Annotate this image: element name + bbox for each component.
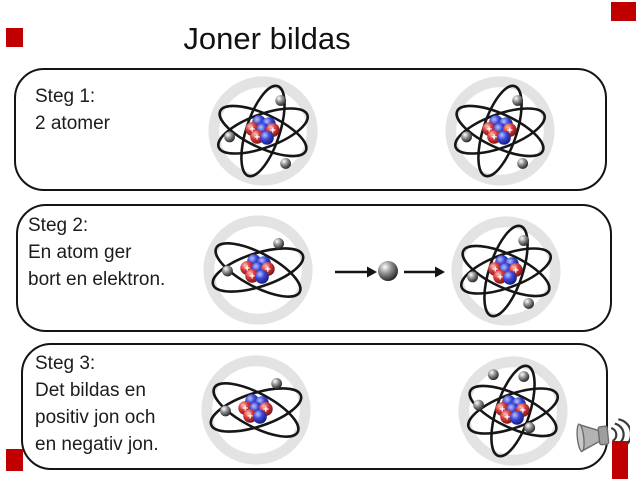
electron-orbit [211,247,305,293]
speaker-icon[interactable] [576,411,633,461]
plus-sign [520,407,526,413]
atom-graphic [203,215,313,325]
electron-orbit [209,387,303,433]
atom-step1-left [204,72,322,190]
atom-graphic [201,355,311,465]
atom-step3-left [197,351,315,469]
nucleus-particle-blue [503,271,517,285]
atom-ring [208,76,318,186]
atom-ring [201,355,311,465]
plus-sign [249,126,255,132]
step-2-line-2: En atom ger [28,242,132,263]
plus-sign [249,273,255,279]
electron [273,238,285,249]
speaker-driver [597,425,610,446]
electron [518,371,530,382]
electron [517,158,529,169]
audio-control[interactable] [576,411,633,461]
electron-transfer-arrows [335,261,445,281]
plus-sign [263,406,269,412]
nucleus-particle-blue [510,411,524,425]
plus-sign [504,414,510,420]
step-1-text: Steg 1: 2 atomer [35,83,110,137]
step-2-line-3: bort en elektron. [28,269,166,290]
plus-sign [242,405,248,411]
slide-title: Joner bildas [183,21,351,56]
atom-step1-right [441,72,559,190]
atom-step2-left [199,211,317,329]
corner-marker-bottom-right [612,441,628,479]
electron-orbit [217,107,309,155]
electron [224,131,235,143]
electron [473,399,484,411]
electron [280,158,292,169]
plus-sign [491,134,497,140]
corner-marker-bottom-left [6,449,23,471]
nucleus-particle-blue [253,410,267,424]
electron [275,95,287,106]
electron [512,95,524,106]
plus-sign [507,127,513,133]
nucleus-particle-blue [260,131,274,145]
electron-transfer-graphic [332,252,448,292]
corner-marker-top-left [6,28,23,47]
electron-orbit [218,104,308,158]
plus-sign [492,266,498,272]
electron [523,298,535,309]
nucleus-particle-blue [497,131,511,145]
arrow-left-head [367,266,377,278]
atom-ring [458,356,568,466]
electron-orbit [467,387,559,435]
electron [271,378,283,389]
speaker-rim [576,423,585,453]
atom-ring [451,216,561,326]
electron-orbit [455,104,545,158]
electron [487,369,499,381]
sound-wave-small [610,427,618,442]
plus-sign [513,267,519,273]
plus-sign [265,266,271,272]
plus-sign [497,274,503,280]
step-3-line-1: Steg 3: [35,353,96,374]
electron [467,271,478,283]
step-2-line-1: Steg 2: [28,215,89,236]
plus-sign [254,134,260,140]
step-3-line-2: Det bildas en [35,380,146,401]
free-electron [378,261,398,281]
step-2-text: Steg 2: En atom ger bort en elektron. [28,212,165,293]
atom-graphic [451,216,561,326]
electron [222,265,233,277]
electron-orbit [454,107,546,155]
step-3-text: Steg 3: Det bildas en positiv jon och en… [35,350,159,458]
electron [524,422,536,434]
electron-orbit [461,244,551,298]
plus-sign [486,126,492,132]
plus-sign [247,413,253,419]
atom-ring [445,76,555,186]
corner-marker-top-right [611,2,636,21]
electron-orbit [212,382,300,438]
atom-graphic [458,356,568,466]
atom-ring [203,215,313,325]
plus-sign [270,127,276,133]
step-1-line-1: Steg 1: [35,86,96,107]
electron-orbit [214,242,302,298]
electron [461,131,472,143]
atom-step2-right [447,212,565,330]
plus-sign [499,406,505,412]
electron-orbit [460,247,552,295]
atom-step3-right [454,352,572,470]
electron [518,235,530,246]
arrow-right-head [435,266,445,278]
plus-sign [244,265,250,271]
nucleus-particle-blue [255,270,269,284]
step-3-line-4: en negativ jon. [35,434,159,455]
electron [220,405,231,417]
atom-graphic [445,76,555,186]
electron-orbit [468,384,558,438]
step-3-line-3: positiv jon och [35,407,156,428]
step-1-line-2: 2 atomer [35,113,110,134]
atom-graphic [208,76,318,186]
